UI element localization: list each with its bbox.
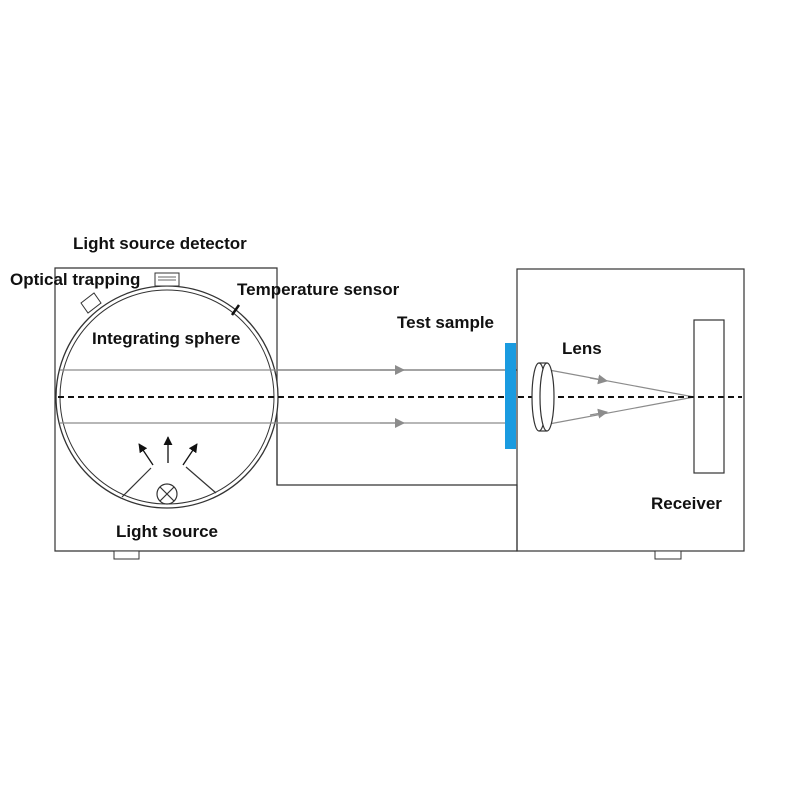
light-source-reflector-left: [121, 467, 152, 498]
lower-converging-beam: [548, 396, 695, 425]
right-foot: [654, 550, 682, 560]
center-tunnel: [276, 369, 517, 485]
upper-converging-arrow: [589, 374, 608, 385]
label-receiver: Receiver: [651, 494, 722, 513]
lower-converging-arrow: [589, 408, 608, 419]
label-optical-trapping: Optical trapping: [10, 270, 141, 289]
label-light-source-detector: Light source detector: [73, 234, 247, 253]
label-temperature-sensor: Temperature sensor: [237, 280, 400, 299]
receiver-panel: [693, 319, 725, 474]
left-foot: [113, 550, 140, 560]
test-sample: [505, 343, 516, 449]
light-ray-arrow-left: [138, 443, 154, 466]
temperature-sensor-mark: [230, 304, 241, 316]
light-source-reflector-right: [185, 466, 217, 494]
label-lens: Lens: [562, 339, 602, 358]
label-test-sample: Test sample: [397, 313, 495, 332]
label-integrating-sphere: Integrating sphere: [92, 329, 241, 348]
upper-converging-beam: [548, 369, 695, 398]
light-source-detector-port: [154, 272, 180, 287]
lens: [531, 362, 555, 432]
right-housing-box: [516, 268, 745, 552]
label-light-source: Light source: [116, 522, 219, 541]
optical-trapping-port: [80, 292, 102, 314]
light-ray-arrow-right: [182, 443, 198, 466]
light-source-bulb: [156, 483, 178, 505]
